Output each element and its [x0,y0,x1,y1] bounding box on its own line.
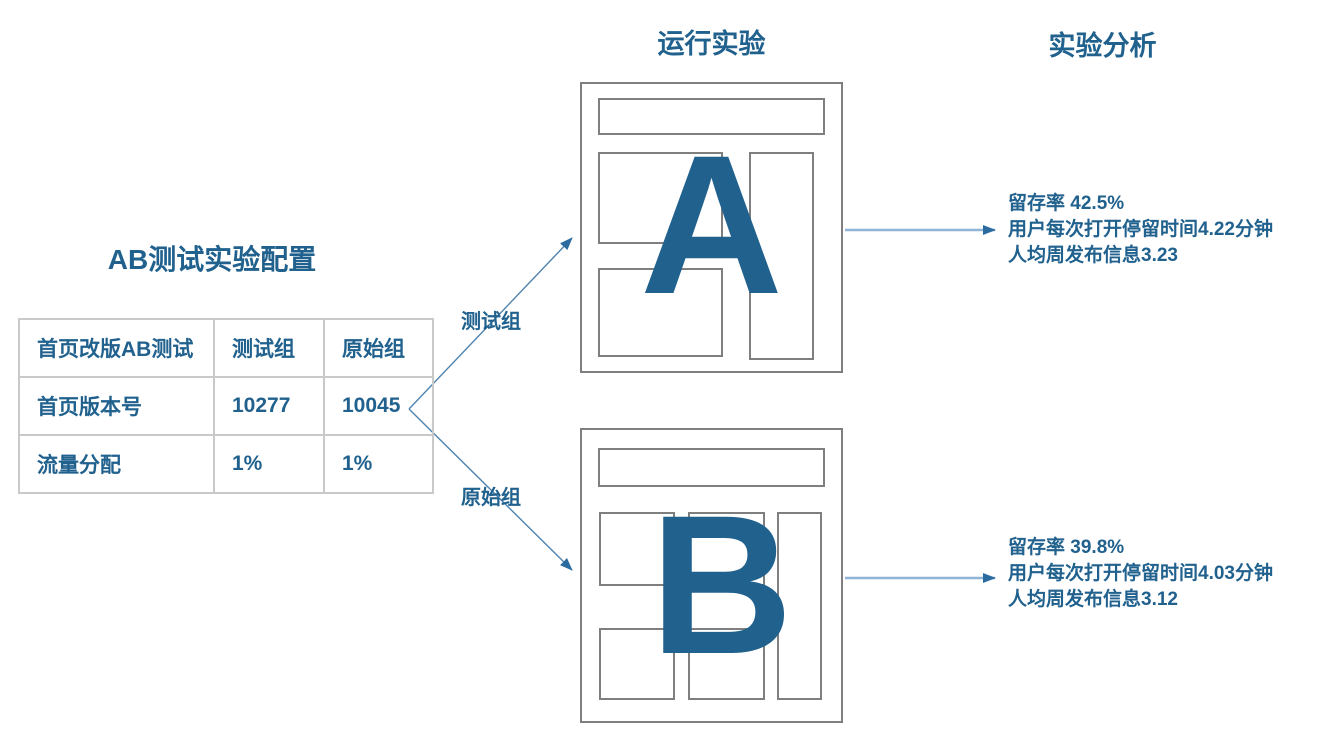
wireframe-content-block [688,628,765,700]
wireframe-header-bar [598,98,825,135]
wireframe-content-block [598,152,723,244]
metric-line: 人均周发布信息3.12 [1008,589,1178,610]
wireframe-content-block [688,512,765,586]
metric-line: 用户每次打开停留时间4.03分钟 [1008,563,1273,584]
variant-a-metrics: 留存率 42.5% 用户每次打开停留时间4.22分钟 人均周发布信息3.23 [1008,191,1273,269]
analysis-section-title: 实验分析 [1048,31,1157,61]
table-row: 流量分配 1% 1% [18,434,434,494]
table-cell: 首页版本号 [18,376,215,436]
variant-b-metrics: 留存率 39.8% 用户每次打开停留时间4.03分钟 人均周发布信息3.12 [1008,535,1273,613]
variant-a-letter: A [640,114,783,335]
wireframe-sidebar-block [749,152,814,360]
table-row: 首页版本号 10277 10045 [18,376,434,436]
variant-b-letter: B [650,474,793,695]
wireframe-content-block [599,512,675,586]
table-cell: 流量分配 [18,434,215,494]
config-table: 首页改版AB测试 测试组 原始组 首页版本号 10277 10045 流量分配 … [18,318,434,494]
branch-label-test: 测试组 [461,311,521,333]
metric-line: 留存率 39.8% [1008,537,1125,558]
table-header-cell: 首页改版AB测试 [18,318,215,378]
metric-line: 留存率 42.5% [1008,193,1125,214]
run-section-title: 运行实验 [657,29,766,59]
metric-line: 用户每次打开停留时间4.22分钟 [1008,219,1273,240]
table-cell: 10277 [213,376,325,436]
branch-label-control: 原始组 [461,487,521,509]
variant-b-wireframe: B [580,428,843,723]
table-cell: 1% [213,434,325,494]
variant-a-wireframe: A [580,82,843,373]
config-section-title: AB测试实验配置 [107,244,317,275]
wireframe-header-bar [598,448,825,487]
table-cell: 1% [323,434,434,494]
wireframe-sidebar-block [777,512,822,700]
wireframe-content-block [599,628,675,700]
table-header-row: 首页改版AB测试 测试组 原始组 [18,318,434,378]
table-header-cell: 原始组 [323,318,434,378]
wireframe-content-block [598,268,723,357]
table-cell: 10045 [323,376,434,436]
table-header-cell: 测试组 [213,318,325,378]
metric-line: 人均周发布信息3.23 [1008,245,1178,266]
